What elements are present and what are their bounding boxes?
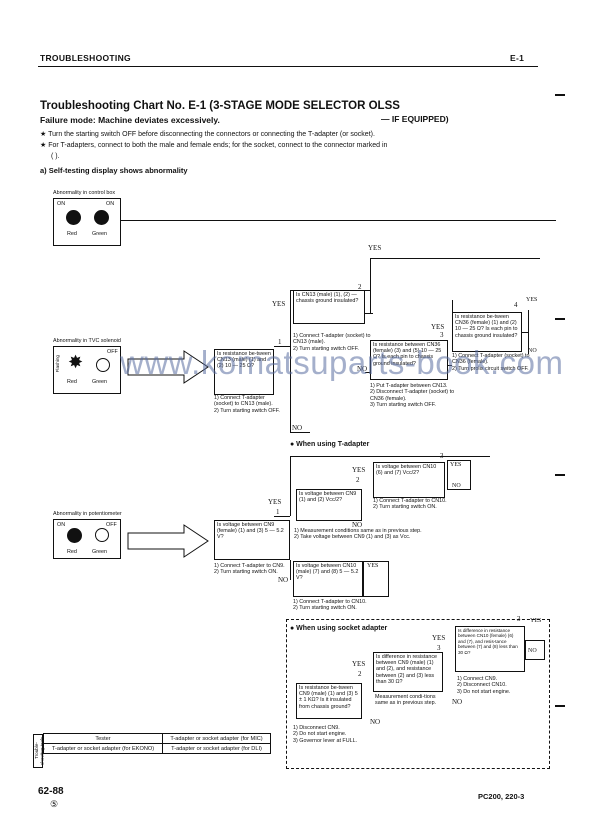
connector-line — [365, 313, 373, 314]
revision-mark: ⑤ — [50, 799, 59, 809]
chart1-step3-action: 1) Put T-adapter between CN13. 2) Discon… — [370, 383, 455, 409]
chart2-step3-box: Is voltage between CN10 (6) and (7) Vcc/… — [373, 462, 445, 498]
chart2-step3-action: 1) Connect T-adapter to CN10. 2) Turn st… — [373, 498, 447, 511]
red-lamp-icon — [67, 528, 82, 543]
chart2-step4-box: Is voltage between CN10 (male) (7) and (… — [293, 561, 363, 597]
chart1-step2-action: 1) Connect T-adapter (socket) to CN13 (m… — [293, 333, 371, 352]
chart3-step2-box: Is difference in resistance between CN9 … — [373, 652, 443, 692]
chart3-step2-action: Measurement condi-tions same as in previ… — [375, 694, 437, 707]
connector-line — [448, 365, 452, 366]
connector-line — [290, 456, 490, 457]
if-equipped: — IF EQUIPPED) — [381, 114, 449, 124]
socket-adapter-frame — [286, 619, 550, 769]
panel1-caption: Abnormality in control box — [53, 190, 116, 196]
header-rule — [38, 66, 538, 67]
chart1-step1-action: 1) Connect T-adapter (socket) to CN13 (m… — [214, 395, 280, 414]
tools-side-label: Trouble-shooting tools — [33, 734, 44, 768]
chart2-step4-result: YES — [363, 561, 389, 597]
connector-line — [290, 290, 291, 432]
note-1: ★ Turn the starting switch OFF before di… — [40, 131, 375, 138]
control-box-panel: ON ON Red Green — [53, 198, 121, 246]
chart3-step1-box: Is resistance be-tween CN9 (male) (1) an… — [296, 683, 362, 719]
chart1-step4-box: Is resistance be-tween CN36 (female) (1)… — [452, 312, 522, 352]
control-box-line — [121, 220, 556, 221]
panel2-caption: Abnormality in TVC solenoid — [53, 338, 121, 344]
section-a: a) Self-testing display shows abnormalit… — [40, 166, 188, 175]
green-lamp-off-icon — [95, 528, 109, 542]
watermark: www.komatsuparts-book.com — [120, 344, 564, 381]
chart2-step4-action: 1) Connect T-adapter to CN10. 2) Turn st… — [293, 599, 367, 612]
connector-line — [274, 346, 290, 347]
table-row: Tester T-adapter or socket adapter (for … — [43, 733, 271, 744]
margin-mark — [555, 705, 565, 707]
connector-line — [528, 310, 529, 354]
chart2-step2-box: Is voltage between CN9 (1) and (2) Vcc/2… — [296, 489, 362, 521]
arrow-icon — [127, 350, 209, 384]
red-lamp-icon — [66, 210, 81, 225]
panel3-caption: Abnormality in potentiometer — [53, 511, 122, 517]
connector-line — [370, 258, 371, 313]
model-label: PC200, 220-3 — [478, 792, 525, 801]
chart3-step3-box: Is difference in resistance between CN10… — [455, 626, 525, 672]
tvc-solenoid-panel: Flashing ✸ OFF Red Green — [53, 346, 121, 394]
arrow-icon — [127, 524, 209, 558]
chart3-step3-action: 1) Connect CN9. 2) Disconnect CN10. 3) D… — [457, 676, 511, 695]
when-t-adapter: ● When using T-adapter — [290, 441, 370, 448]
margin-mark — [555, 94, 565, 96]
margin-mark — [555, 318, 565, 320]
tools-table: Tester T-adapter or socket adapter (for … — [43, 733, 271, 754]
green-lamp-off-icon — [96, 358, 110, 372]
potentiometer-panel: ON OFF Red Green — [53, 519, 121, 559]
chart1-step2-box: Is CN13 (male) (1), (2) — chassis ground… — [293, 290, 365, 324]
section-header: TROUBLESHOOTING — [40, 53, 131, 63]
green-lamp-icon — [94, 210, 109, 225]
connector-line — [290, 432, 310, 433]
chart3-step1-action: 1) Disconnect CN9. 2) Do not start engin… — [293, 725, 358, 744]
flashing-lamp-icon: ✸ — [68, 352, 84, 372]
chart1-step4-action: 1) Connect T-adapter (socket) to CN36 (f… — [452, 353, 530, 372]
connector-line — [522, 332, 528, 333]
table-row: T-adapter or socket adapter (for EKONO) … — [43, 743, 271, 754]
chart1-step1-box: Is resistance be-tween CN13 (male) (1) a… — [214, 349, 274, 395]
margin-mark — [555, 474, 565, 476]
section-code: E-1 — [510, 53, 525, 63]
note-3: ( ). — [51, 153, 60, 160]
connector-line — [370, 258, 540, 259]
failure-mode: Failure mode: Machine deviates excessive… — [40, 115, 220, 125]
page-number: 62-88 — [38, 786, 64, 797]
connector-line — [365, 372, 371, 373]
chart3-step3-result: NO — [525, 640, 545, 660]
page-title: Troubleshooting Chart No. E-1 (3-STAGE M… — [40, 100, 400, 112]
chart1-step3-box: Is resistance between CN36 (female) (3) … — [370, 340, 448, 380]
chart2-yes-box: YES — [447, 460, 471, 490]
when-socket-adapter: ● When using socket adapter — [290, 625, 388, 632]
chart2-step1-action: 1) Connect T-adapter to CN9. 2) Turn sta… — [214, 563, 285, 576]
note-2: ★ For T-adapters, connect to both the ma… — [40, 142, 388, 149]
chart2-step1-box: Is voltage between CN9 (female) (1) and … — [214, 520, 290, 560]
chart2-step2-action: 1) Measurement conditions same as in pre… — [294, 528, 422, 541]
